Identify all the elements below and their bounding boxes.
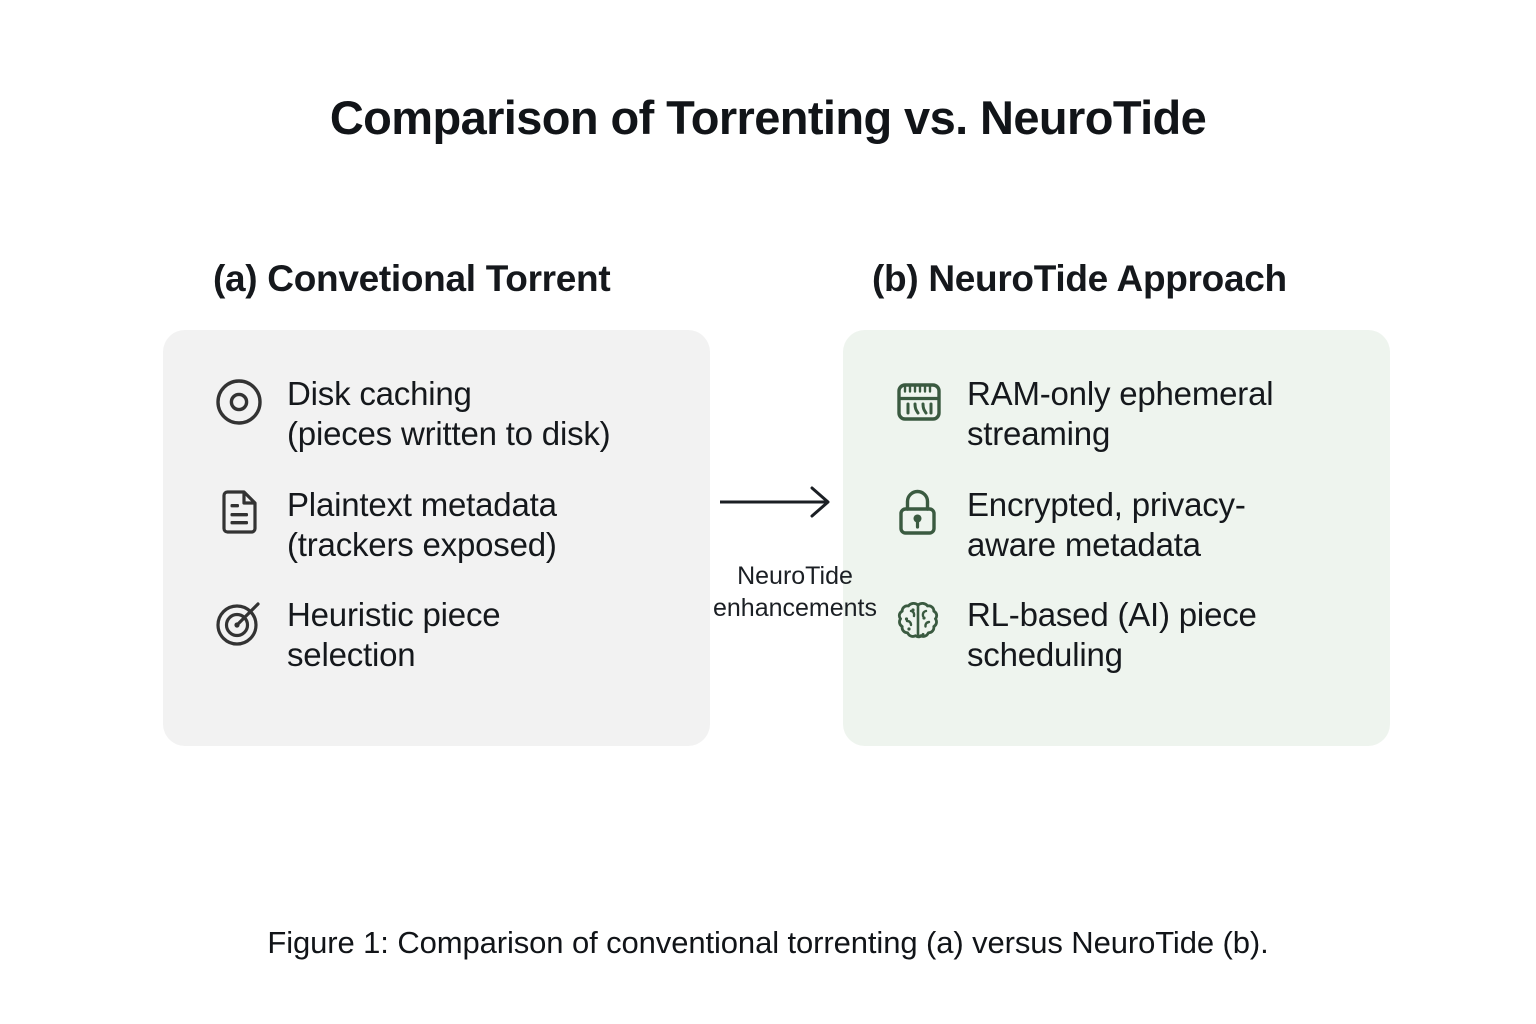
list-item: RL-based (AI) piece scheduling <box>893 593 1368 676</box>
list-item-label: Plaintext metadata (trackers exposed) <box>287 485 557 563</box>
figure-caption: Figure 1: Comparison of conventional tor… <box>267 925 1269 960</box>
document-icon <box>213 487 265 539</box>
list-item-label: Heuristic piece selection <box>287 596 501 674</box>
column-header-b: (b) NeuroTide Approach <box>872 258 1287 299</box>
panel-a-item-list: Disk caching (pieces written to disk) Pl… <box>213 372 688 676</box>
panel-neurotide-approach: RAM-only ephemeral streaming Encrypted, … <box>843 330 1390 746</box>
panel-b-item-list: RAM-only ephemeral streaming Encrypted, … <box>893 372 1368 676</box>
lock-icon <box>893 487 945 539</box>
list-item: Plaintext metadata (trackers exposed) <box>213 483 688 566</box>
list-item: Disk caching (pieces written to disk) <box>213 372 688 455</box>
list-item: Encrypted, privacy- aware metadata <box>893 483 1368 566</box>
column-header-a: (a) Convetional Torrent <box>213 258 611 299</box>
list-item: RAM-only ephemeral streaming <box>893 372 1368 455</box>
list-item-label: Encrypted, privacy- aware metadata <box>967 485 1246 563</box>
list-item: Heuristic piece selection <box>213 593 688 676</box>
brain-icon <box>893 597 945 649</box>
panel-conventional-torrent: Disk caching (pieces written to disk) Pl… <box>163 330 710 746</box>
list-item-label: RAM-only ephemeral streaming <box>967 375 1274 453</box>
list-item-label: Disk caching (pieces written to disk) <box>287 375 611 453</box>
connector-label: NeuroTide enhancements <box>712 562 877 622</box>
figure-title: Comparison of Torrenting vs. NeuroTide <box>329 91 1207 144</box>
target-icon <box>213 597 265 649</box>
list-item-label: RL-based (AI) piece scheduling <box>967 596 1257 674</box>
arrow-right-icon <box>718 482 838 522</box>
memory-chip-icon <box>893 376 945 428</box>
disc-icon <box>213 376 265 428</box>
